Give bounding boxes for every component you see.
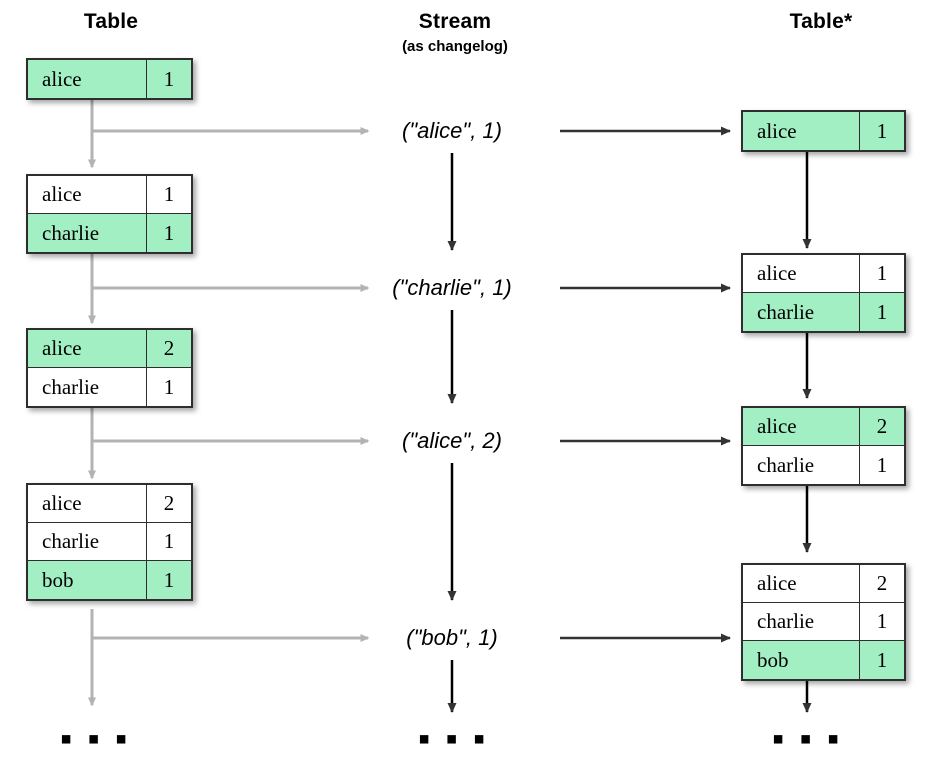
table-row: charlie 1 — [743, 293, 904, 331]
ellipsis-left: ▪ ▪ ▪ — [59, 720, 131, 758]
table-cell-value: 2 — [876, 414, 888, 438]
table-cell-key: charlie — [743, 446, 860, 484]
table-cell-key: charlie — [743, 293, 860, 331]
ellipsis-middle: ▪ ▪ ▪ — [417, 720, 489, 758]
column-title-table-star: Table* — [789, 10, 853, 33]
table-row: alice 1 — [28, 60, 191, 98]
table-cell-key: alice — [743, 408, 860, 445]
table-cell-value: 1 — [163, 374, 175, 399]
stream-to-table-arrows — [560, 126, 731, 643]
table-row: alice 2 — [28, 330, 191, 368]
table-cell-value: 2 — [163, 491, 175, 515]
table-row: alice 2 — [28, 485, 191, 523]
table-row: bob 1 — [28, 561, 191, 599]
stream-event-label: ("alice", 1) — [402, 118, 502, 143]
table-cell-key: bob — [28, 561, 147, 599]
table-cell-value: 2 — [163, 336, 175, 360]
table-row: alice 2 — [743, 565, 904, 603]
table-row: alice 1 — [26, 58, 193, 100]
table-row: alice 2 charlie 1 — [741, 406, 906, 486]
stream-event-label: ("charlie", 1) — [392, 275, 512, 300]
table-row: charlie 1 — [28, 368, 191, 406]
table-row: alice 1 — [28, 176, 191, 214]
table-cell-value: 1 — [163, 567, 175, 592]
table-cell-key: alice — [28, 485, 147, 522]
table-cell-key: alice — [743, 565, 860, 602]
table-cell-value: 1 — [163, 182, 175, 206]
table-cell-key: alice — [28, 176, 147, 213]
table-cell-value: 1 — [876, 452, 888, 477]
ellipsis-right: ▪ ▪ ▪ — [771, 720, 843, 758]
table-cell-value: 1 — [163, 220, 175, 245]
table-row: alice 2 charlie 1 — [26, 328, 193, 408]
table-cell-value: 1 — [163, 529, 175, 553]
table-cell-key: charlie — [28, 523, 147, 560]
table-cell-key: alice — [743, 112, 860, 150]
stream-event-label: ("bob", 1) — [406, 625, 498, 650]
table-row: alice 1 charlie 1 — [26, 174, 193, 254]
column-subtitle-stream: (as changelog) — [402, 38, 508, 55]
table-row: alice 1 charlie 1 — [741, 253, 906, 333]
table-cell-value: 1 — [876, 647, 888, 672]
table-row: charlie 1 — [743, 603, 904, 641]
table-row: bob 1 — [743, 641, 904, 679]
table-row: alice 2 charlie 1 bob 1 — [26, 483, 193, 601]
column-title-table: Table — [83, 10, 139, 33]
table-cell-key: charlie — [743, 603, 860, 640]
table-cell-value: 1 — [876, 118, 888, 143]
table-row: alice 1 — [743, 112, 904, 150]
table-row: alice 2 — [743, 408, 904, 446]
table-row: alice 1 — [741, 110, 906, 152]
table-row: charlie 1 — [743, 446, 904, 484]
table-cell-value: 2 — [876, 571, 888, 595]
table-cell-key: bob — [743, 641, 860, 679]
table-cell-key: alice — [743, 255, 860, 292]
table-row: charlie 1 — [28, 523, 191, 561]
table-row: charlie 1 — [28, 214, 191, 252]
table-row: alice 2 charlie 1 bob 1 — [741, 563, 906, 681]
table-cell-value: 1 — [163, 66, 175, 91]
stream-event-label: ("alice", 2) — [402, 428, 502, 453]
table-cell-key: charlie — [28, 214, 147, 252]
column-title-stream: Stream — [418, 10, 492, 33]
table-cell-key: alice — [28, 60, 147, 98]
table-cell-value: 1 — [876, 609, 888, 633]
table-row: alice 1 — [743, 255, 904, 293]
table-cell-key: alice — [28, 330, 147, 367]
table-cell-value: 1 — [876, 261, 888, 285]
table-cell-value: 1 — [876, 299, 888, 324]
table-cell-key: charlie — [28, 368, 147, 406]
